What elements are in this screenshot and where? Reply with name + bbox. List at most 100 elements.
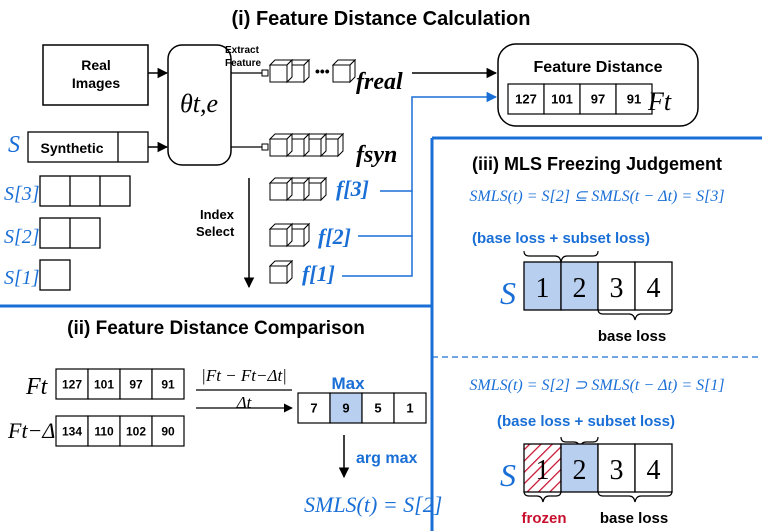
feature-cube — [268, 222, 294, 248]
subset-cell-box — [634, 443, 673, 493]
subset-1: S[1] — [4, 259, 71, 291]
subset-2-label: S[2] — [4, 226, 40, 248]
case2-loss-label: (base loss + subset loss) — [497, 413, 675, 430]
Ft-cell-value: 91 — [161, 377, 175, 391]
section2-title: (ii) Feature Distance Comparison — [67, 318, 365, 339]
feature-cube — [268, 58, 294, 84]
case1-S-symbol: S — [500, 275, 516, 311]
model-box — [167, 44, 232, 166]
subset-cell-number: 1 — [536, 273, 550, 304]
case1-base-loss: base loss — [598, 328, 666, 345]
arrow-fsyn-to-distance — [411, 91, 498, 150]
Ft-prev-cell-value: 102 — [126, 424, 146, 438]
diff-cell-value: 7 — [310, 401, 317, 416]
diff-cell-value: 1 — [406, 401, 413, 416]
index-select-label-1: Index — [200, 207, 235, 222]
formula-numerator: |Ft − Ft−Δt| — [201, 366, 287, 385]
feature-distance-cell-value: 97 — [591, 92, 605, 107]
subset-cell-box — [634, 261, 673, 311]
max-label: Max — [331, 374, 365, 393]
subset-3-label: S[3] — [4, 183, 40, 205]
feature-distance-cell-box — [579, 83, 617, 115]
Ft-cell-value: 101 — [94, 377, 114, 391]
subset-cell-number: 2 — [573, 455, 587, 486]
Ft-cell-box — [119, 368, 153, 400]
Ft-prev-cell-value: 134 — [62, 424, 82, 438]
subset-cell-number: 4 — [647, 455, 661, 486]
feature-distance-cell-value: 127 — [515, 92, 537, 107]
f2-label: f[2] — [318, 224, 351, 249]
Ft-cell-box — [151, 368, 185, 400]
section1-title: (i) Feature Distance Calculation — [232, 8, 531, 30]
feature-distance-values: 127 101 97 91 — [507, 83, 653, 115]
real-images-label-1: Real — [81, 57, 111, 73]
Ft-prev-cell-box — [87, 415, 121, 447]
subset-cell-box — [523, 443, 562, 493]
Ft-prev-cell-box — [119, 415, 153, 447]
feature-cube — [331, 58, 357, 84]
case2-base-loss: base loss — [600, 510, 668, 527]
Ft-prev-cell-value: 90 — [161, 424, 175, 438]
Ft-prev-cell-value: 110 — [94, 424, 114, 438]
Ft-cell-box — [55, 368, 89, 400]
diff-cell-value: 9 — [342, 401, 349, 416]
frozen-label: frozen — [522, 510, 567, 527]
diff-values-row: 7 9 5 1 — [297, 392, 427, 424]
subset-cell-number: 4 — [647, 273, 661, 304]
case1-formula: SMLS(t) = S[2] ⊆ SMLS(t − Δt) = S[3] — [469, 188, 724, 205]
case2-S-symbol: S — [500, 457, 516, 493]
f1-label: f[1] — [302, 261, 335, 286]
Ft-prev-values-row: 134 110 102 90 — [55, 415, 185, 447]
f3-label: f[3] — [336, 176, 369, 201]
real-images-box — [42, 44, 149, 106]
subset-cell-number: 3 — [610, 455, 624, 486]
extract-feature-label-1: Extract — [225, 45, 260, 56]
f-real-label: freal — [356, 69, 403, 95]
feature-distance-Ft: Ft — [647, 87, 672, 116]
feature-distance-cell-value: 101 — [551, 92, 573, 107]
argmax-label: arg max — [356, 450, 417, 467]
diff-cell-box — [361, 392, 395, 424]
diff-cell-box — [297, 392, 331, 424]
comparison-Ft-prev-label: Ft−Δt — [7, 418, 62, 443]
feature-cube — [268, 132, 294, 158]
feature-cube — [268, 259, 294, 285]
subset-cell-box — [597, 261, 636, 311]
feature-distance-cell-box — [543, 83, 581, 115]
Ft-cell-value: 127 — [62, 377, 82, 391]
feature-cube — [268, 176, 294, 202]
Ft-cell-value: 97 — [129, 377, 143, 391]
subset-cell-number: 1 — [536, 455, 550, 486]
feature-distance-cell-box — [615, 83, 653, 115]
case1-loss-label: (base loss + subset loss) — [472, 230, 650, 247]
case2-formula: SMLS(t) = S[2] ⊃ SMLS(t − Δt) = S[1] — [469, 377, 724, 394]
subset-2: S[2] — [4, 217, 101, 249]
extract-feature-label-2: Feature — [225, 58, 262, 69]
f-syn-label: fsyn — [356, 142, 397, 168]
subset-cell-box — [597, 443, 636, 493]
synthetic-label: Synthetic — [40, 140, 103, 156]
Ft-prev-cell-box — [151, 415, 185, 447]
diff-cell-box — [393, 392, 427, 424]
section-dividers — [0, 136, 762, 531]
model-theta-label: θt,e — [180, 89, 218, 118]
Ft-values-row: 127 101 97 91 — [55, 368, 185, 400]
feature-cubes — [268, 58, 357, 285]
subset-cell-box — [560, 443, 599, 493]
subset-cell-box — [523, 261, 562, 311]
index-select-label-2: Select — [196, 224, 235, 239]
feature-distance-cell-value: 91 — [627, 92, 641, 107]
section3-title: (iii) MLS Freezing Judgement — [472, 154, 722, 174]
comparison-Ft-label: Ft — [25, 374, 49, 400]
subset-cell-number: 2 — [573, 273, 587, 304]
mls-result: SMLS(t) = S[2] — [304, 492, 442, 517]
subset-1-label: S[1] — [4, 267, 40, 289]
diff-cell-box — [329, 392, 363, 424]
diff-cell-value: 5 — [374, 401, 381, 416]
subset-3: S[3] — [4, 175, 131, 207]
formula-denominator: Δt — [236, 393, 253, 412]
real-images-label-2: Images — [72, 75, 120, 91]
